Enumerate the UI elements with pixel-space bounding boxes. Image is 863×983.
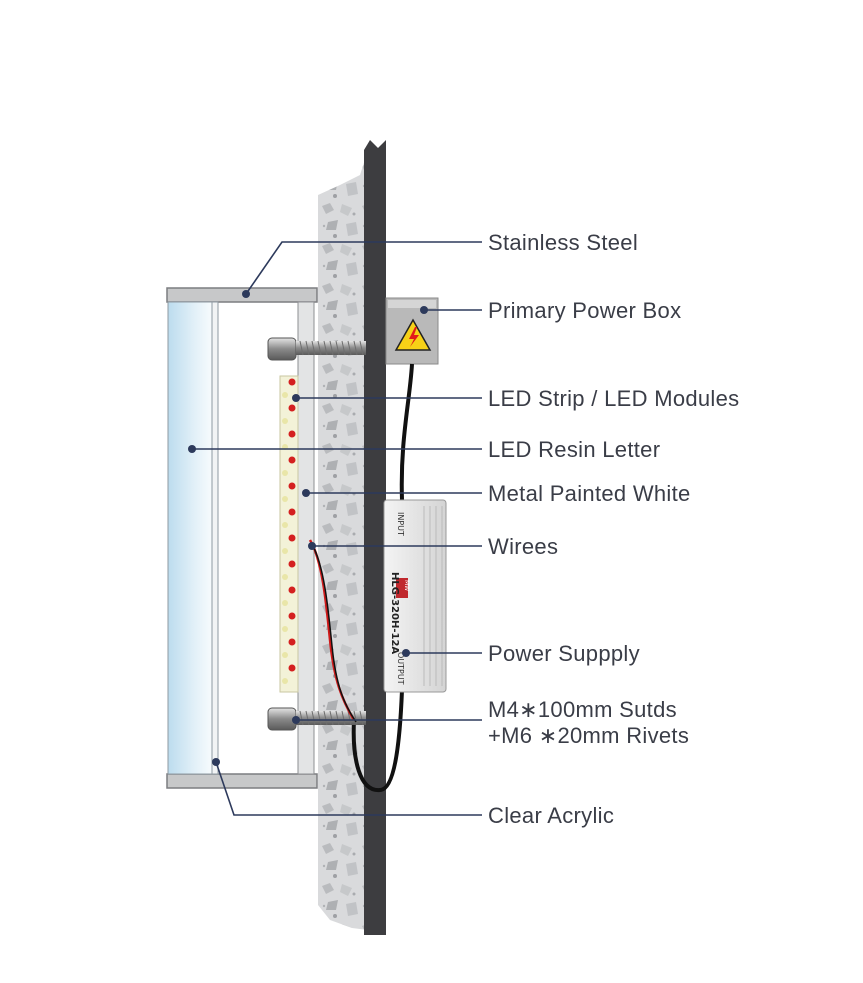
led-module bbox=[288, 560, 296, 568]
power-supply-model: HLG-320H-12A bbox=[389, 572, 400, 654]
leader-dot-led-strip bbox=[292, 394, 300, 402]
label-power-supply: Power Suppply bbox=[488, 641, 640, 666]
leader-dot-wires bbox=[308, 542, 316, 550]
led-chip bbox=[282, 652, 288, 658]
steel-frame-bottom bbox=[166, 773, 318, 789]
leader-lines bbox=[188, 241, 482, 816]
leader-dot-clear-acrylic bbox=[212, 758, 220, 766]
led-module bbox=[288, 586, 296, 594]
led-module bbox=[288, 638, 296, 646]
leader-stainless-steel bbox=[245, 241, 482, 295]
led-chip bbox=[282, 496, 288, 502]
label-studs-line1: M4∗100mm Sutds bbox=[488, 697, 677, 722]
label-studs-line2: +M6 ∗20mm Rivets bbox=[488, 723, 689, 748]
led-module bbox=[288, 508, 296, 516]
led-module bbox=[288, 482, 296, 490]
label-clear-acrylic: Clear Acrylic bbox=[488, 803, 614, 828]
led-module bbox=[288, 612, 296, 620]
led-module bbox=[288, 664, 296, 672]
led-chip bbox=[282, 600, 288, 606]
label-led-resin-letter: LED Resin Letter bbox=[488, 437, 660, 462]
power-supply-brand-mark bbox=[396, 578, 408, 598]
power-cable-upper bbox=[399, 363, 414, 501]
led-chip bbox=[282, 470, 288, 476]
steel-frame-top bbox=[166, 287, 318, 303]
led-module bbox=[288, 534, 296, 542]
leader-dot-metal-painted-white bbox=[302, 489, 310, 497]
led-module bbox=[288, 378, 296, 386]
leader-dot-power-supply bbox=[402, 649, 410, 657]
led-module bbox=[288, 456, 296, 464]
clear-acrylic-face bbox=[167, 301, 213, 775]
power-supply-input-label: INPUT bbox=[396, 512, 405, 536]
primary-power-box bbox=[385, 297, 439, 365]
leader-dot-stainless-steel bbox=[242, 290, 250, 298]
leader-clear-acrylic bbox=[215, 761, 482, 816]
acrylic-inner-edge bbox=[211, 301, 219, 775]
led-module bbox=[288, 404, 296, 412]
led-chip bbox=[282, 574, 288, 580]
label-stainless-steel: Stainless Steel bbox=[488, 230, 638, 255]
led-chip bbox=[282, 678, 288, 684]
leader-dot-studs bbox=[292, 716, 300, 724]
high-voltage-warning-icon bbox=[394, 318, 432, 351]
label-led-strip: LED Strip / LED Modules bbox=[488, 386, 739, 411]
label-metal-painted-white: Metal Painted White bbox=[488, 481, 691, 506]
wall-plate bbox=[364, 140, 386, 935]
leader-dot-led-resin-letter bbox=[188, 445, 196, 453]
power-supply-output-label: OUTPUT bbox=[396, 652, 405, 685]
black-wire bbox=[311, 543, 357, 723]
power-supply: MW INPUT HLG-320H-12A OUTPUT bbox=[383, 499, 447, 693]
led-chip bbox=[282, 522, 288, 528]
led-module bbox=[288, 430, 296, 438]
stone-wall bbox=[318, 150, 368, 930]
led-chip bbox=[282, 392, 288, 398]
leader-dot-primary-power-box bbox=[420, 306, 428, 314]
led-chip bbox=[282, 548, 288, 554]
led-strip bbox=[279, 375, 299, 693]
upper-stud bbox=[267, 337, 366, 361]
label-wires: Wirees bbox=[488, 534, 558, 559]
power-supply-brand: MW bbox=[403, 580, 410, 591]
steel-back-panel bbox=[297, 301, 315, 775]
lower-stud bbox=[267, 707, 366, 731]
power-cable-lower bbox=[351, 689, 404, 793]
led-chip bbox=[282, 626, 288, 632]
label-primary-power-box: Primary Power Box bbox=[488, 298, 681, 323]
led-chip bbox=[282, 418, 288, 424]
